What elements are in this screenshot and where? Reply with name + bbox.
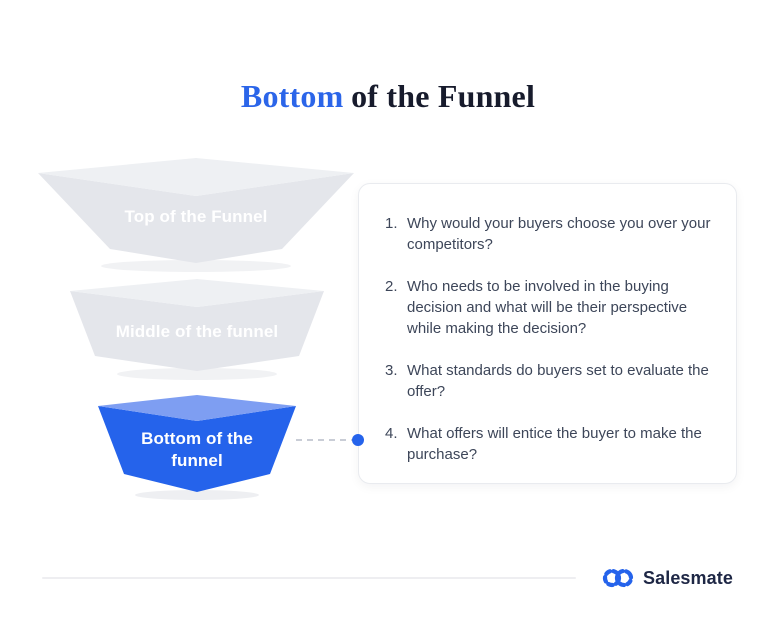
question-item-4: 4. What offers will entice the buyer to … <box>385 423 712 465</box>
question-item-3: 3. What standards do buyers set to evalu… <box>385 360 712 402</box>
brand-name: Salesmate <box>643 567 733 588</box>
funnel-label-bottom: Bottom of the funnel <box>97 428 297 472</box>
question-item-2: 2. Who needs to be involved in the buyin… <box>385 276 712 339</box>
questions-card: 1. Why would your buyers choose you over… <box>358 183 737 484</box>
salesmate-chain-icon <box>602 568 634 588</box>
brand-logo: Salesmate <box>601 563 733 593</box>
funnel-shadow <box>117 368 277 380</box>
question-text: What offers will entice the buyer to mak… <box>407 425 702 463</box>
funnel-shadow <box>101 260 291 272</box>
funnel-shadow <box>135 490 259 500</box>
question-text: Who needs to be involved in the buying d… <box>407 278 688 337</box>
question-number: 2. <box>385 278 398 295</box>
funnel-label-bottom-line2: funnel <box>171 451 223 470</box>
footer-divider <box>42 577 576 579</box>
funnel-label-bottom-line1: Bottom of the <box>141 429 253 448</box>
question-number: 3. <box>385 362 398 379</box>
funnel-label-middle: Middle of the funnel <box>115 322 279 341</box>
question-number: 1. <box>385 215 398 232</box>
question-item-1: 1. Why would your buyers choose you over… <box>385 213 712 255</box>
question-number: 4. <box>385 425 398 442</box>
page-title-rest: of the Funnel <box>351 78 536 115</box>
question-text: Why would your buyers choose you over yo… <box>407 215 711 253</box>
question-text: What standards do buyers set to evaluate… <box>407 362 709 400</box>
funnel-stage-middle-face <box>70 279 324 307</box>
funnel-stage-bottom-face <box>98 395 296 421</box>
funnel-stage-top-face <box>38 158 354 196</box>
funnel-label-top: Top of the Funnel <box>124 207 268 226</box>
page-title-highlight: Bottom <box>240 78 344 115</box>
